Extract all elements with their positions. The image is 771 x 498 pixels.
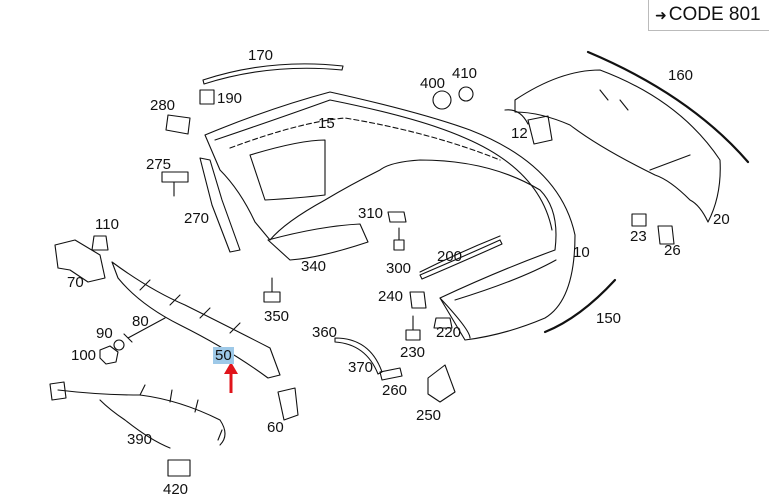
label-370: 370 bbox=[348, 359, 374, 376]
label-160: 160 bbox=[668, 67, 694, 84]
part-260-screw bbox=[379, 367, 403, 381]
label-110: 110 bbox=[95, 216, 119, 233]
label-250: 250 bbox=[416, 407, 442, 424]
part-12-bracket bbox=[504, 109, 553, 145]
code-label: CODE 801 bbox=[668, 4, 761, 25]
part-300-screw bbox=[393, 227, 405, 251]
label-310: 310 bbox=[358, 205, 384, 222]
label-50-highlighted[interactable]: 50 bbox=[213, 347, 234, 364]
part-70-bracket bbox=[54, 239, 106, 283]
label-270: 270 bbox=[184, 210, 210, 227]
label-90: 90 bbox=[96, 325, 113, 342]
part-23-screw bbox=[631, 213, 647, 227]
label-12: 12 bbox=[511, 125, 528, 142]
label-10: 10 bbox=[573, 244, 590, 261]
label-410: 410 bbox=[452, 65, 478, 82]
part-220-nut bbox=[433, 317, 453, 329]
pointer-arrow-icon bbox=[224, 362, 238, 393]
label-400: 400 bbox=[420, 75, 446, 92]
label-60: 60 bbox=[267, 419, 284, 436]
part-150-trim bbox=[543, 278, 617, 334]
part-50-energy-absorber bbox=[111, 261, 281, 379]
label-220: 220 bbox=[436, 324, 462, 341]
part-240-clip bbox=[409, 291, 427, 309]
part-90-washer bbox=[113, 339, 125, 351]
label-80: 80 bbox=[132, 313, 149, 330]
label-350: 350 bbox=[264, 308, 290, 325]
label-230: 230 bbox=[400, 344, 426, 361]
part-26-clip bbox=[657, 225, 675, 245]
code-box: ➜ CODE 801 bbox=[648, 0, 769, 31]
label-190: 190 bbox=[217, 90, 243, 107]
part-280-clip bbox=[165, 114, 191, 135]
part-390-wiring-harness bbox=[57, 384, 226, 449]
part-200-strip bbox=[419, 235, 501, 273]
part-100-nut bbox=[99, 345, 119, 365]
part-350-screw bbox=[263, 277, 281, 303]
part-170-trim-strip bbox=[202, 63, 344, 85]
part-310-clip bbox=[387, 211, 407, 223]
part-80-bolt bbox=[123, 317, 166, 343]
label-170: 170 bbox=[248, 47, 274, 64]
label-275: 275 bbox=[146, 156, 172, 173]
part-160-diffuser bbox=[514, 69, 721, 223]
part-110-clip bbox=[91, 235, 109, 251]
part-10-bumper-cover bbox=[204, 91, 576, 341]
part-15-bumper-panel bbox=[214, 99, 553, 231]
label-26: 26 bbox=[664, 242, 681, 259]
part-275-screw bbox=[161, 171, 189, 197]
label-240: 240 bbox=[378, 288, 404, 305]
label-15: 15 bbox=[318, 115, 335, 132]
label-20: 20 bbox=[713, 211, 730, 228]
label-100: 100 bbox=[71, 347, 97, 364]
label-23: 23 bbox=[630, 228, 647, 245]
label-420: 420 bbox=[163, 481, 189, 498]
label-260: 260 bbox=[382, 382, 408, 399]
label-200: 200 bbox=[437, 248, 463, 265]
part-230-screw bbox=[405, 315, 421, 341]
label-360: 360 bbox=[312, 324, 338, 341]
right-arrow-icon: ➜ bbox=[655, 6, 667, 23]
part-340-panel bbox=[267, 223, 369, 261]
label-150: 150 bbox=[596, 310, 622, 327]
part-400-sensor bbox=[432, 90, 452, 110]
label-340: 340 bbox=[301, 258, 327, 275]
label-390: 390 bbox=[127, 431, 153, 448]
label-70: 70 bbox=[67, 274, 84, 291]
part-410-ring bbox=[458, 86, 474, 102]
part-190-clip bbox=[199, 89, 215, 105]
part-420-connector bbox=[167, 459, 191, 477]
part-270-bracket bbox=[199, 157, 241, 253]
part-60-bracket bbox=[277, 387, 299, 421]
label-300: 300 bbox=[386, 260, 412, 277]
label-280: 280 bbox=[150, 97, 176, 114]
part-250-cover bbox=[427, 364, 456, 403]
